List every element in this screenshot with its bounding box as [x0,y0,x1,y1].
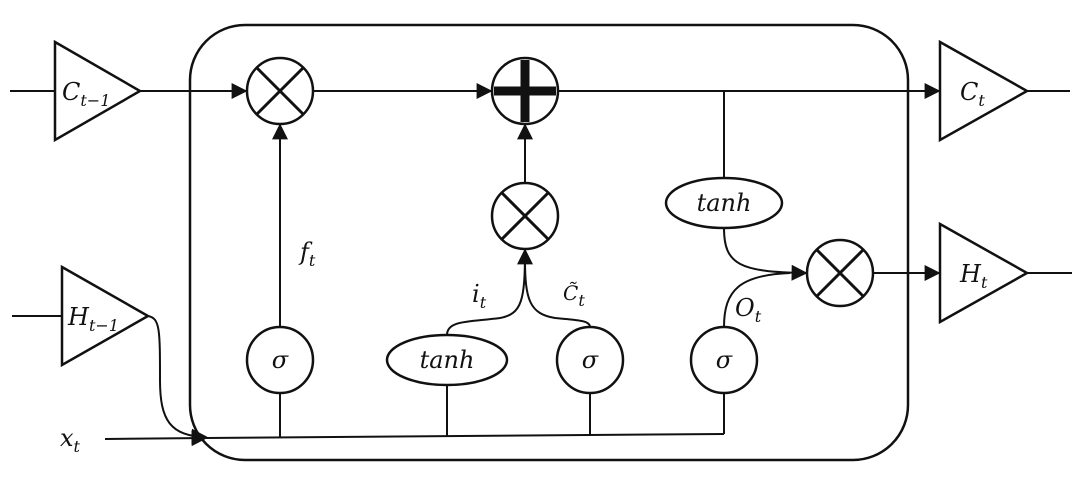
svg-text:σ: σ [272,346,289,374]
sigma-candidate: σ [555,325,625,395]
svg-text:tanh: tanh [420,346,475,374]
tanh-input: tanh [385,333,509,387]
svg-text:Ct−1: Ct−1 [62,78,110,110]
label-candidate: C̃t [563,281,585,310]
multiply-input-icon [490,181,560,251]
add-icon [490,56,560,126]
tanh-cell: tanh [664,176,784,230]
multiply-forget-icon [245,56,315,126]
connections [10,83,1072,447]
output-c: Ct [938,39,1030,143]
input-h-prev: Ht−1 [60,264,151,368]
svg-text:Ct: Ct [960,78,985,110]
label-forget-gate: ft [298,238,316,270]
svg-text:Ht: Ht [959,260,988,292]
input-c-prev: Ct−1 [53,39,143,143]
svg-text:tanh: tanh [697,189,752,217]
label-output-gate: Ot [735,294,762,326]
cell-boundary [188,23,910,462]
label-x: xt [60,424,81,456]
multiply-output-icon [805,238,875,308]
svg-text:σ: σ [582,346,599,374]
svg-text:σ: σ [716,346,733,374]
sigma-output: σ [689,325,759,395]
sigma-forget: σ [245,325,315,395]
svg-text:Ht−1: Ht−1 [67,303,119,335]
label-input-gate: it [472,280,487,312]
output-h: Ht [938,221,1030,325]
